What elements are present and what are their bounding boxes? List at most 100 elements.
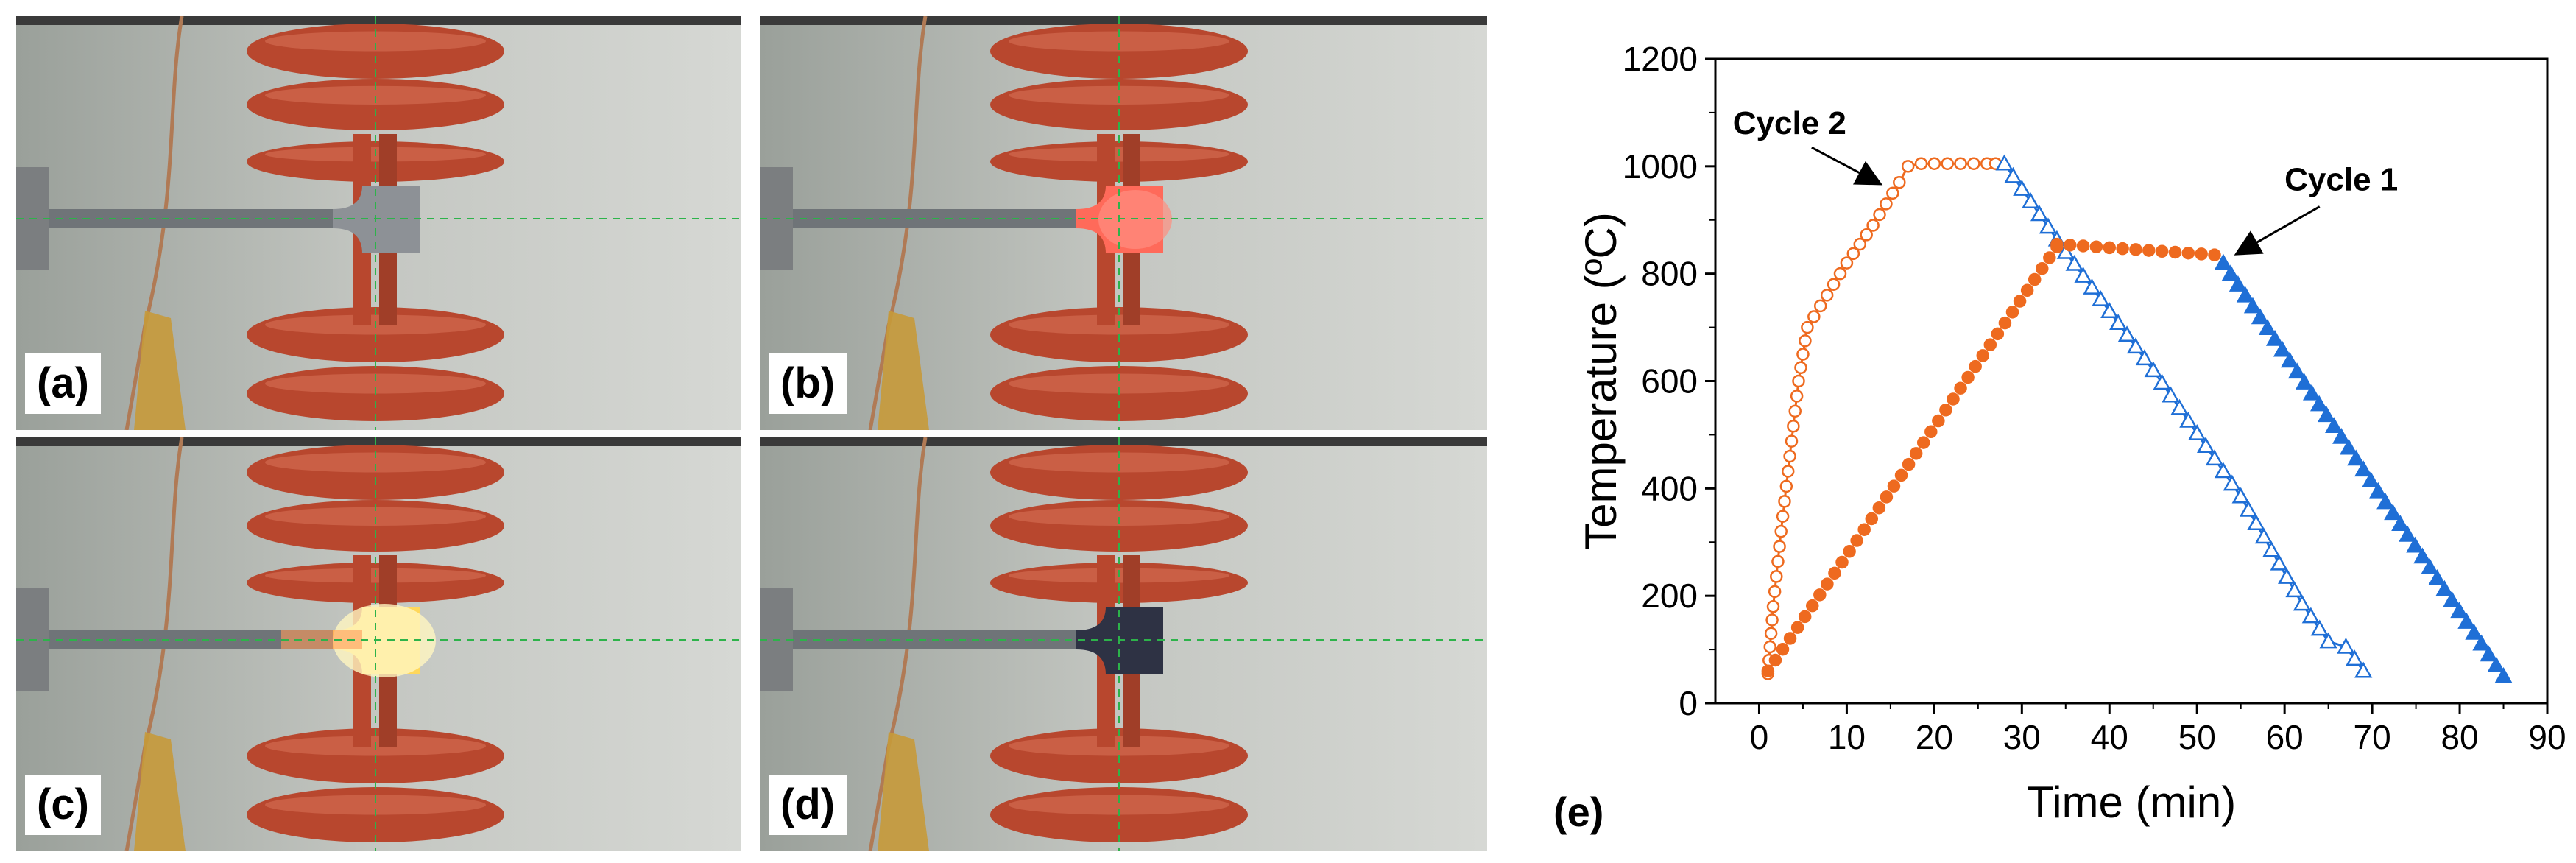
data-point: [2179, 411, 2198, 428]
data-point: [1865, 512, 1879, 526]
data-point: [1763, 640, 1776, 654]
data-point: [2494, 666, 2513, 683]
data-point: [1783, 449, 1796, 463]
data-point: [2153, 373, 2171, 390]
y-tick-label: 1000: [1623, 147, 1698, 186]
data-point: [1806, 599, 1819, 613]
x-axis-label: Time (min): [2027, 778, 2236, 827]
data-point: [1840, 256, 1854, 270]
data-point: [1790, 621, 1804, 634]
data-point: [2265, 329, 2284, 346]
data-point: [2043, 251, 2056, 264]
data-point: [2188, 424, 2206, 440]
coil-highlight: [265, 85, 486, 105]
data-point: [2243, 297, 2262, 314]
data-point: [1761, 664, 1775, 677]
thermocouple-wire: [868, 437, 928, 851]
x-tick-label: 70: [2354, 718, 2391, 756]
photo-panel-a: [16, 16, 741, 430]
data-point: [2181, 246, 2195, 260]
data-point: [1967, 157, 1980, 170]
panel-label-a: (a): [25, 353, 101, 414]
data-point: [1768, 585, 1782, 599]
data-point: [1857, 523, 1871, 536]
data-point: [1798, 610, 1812, 624]
data-point: [2022, 192, 2040, 208]
data-point: [1778, 495, 1791, 508]
data-point: [1976, 349, 1989, 362]
data-point: [2155, 244, 2169, 258]
photo-grid: (a) (b) (c) (d): [16, 16, 1487, 851]
data-point: [2214, 462, 2233, 479]
coil-highlight: [1009, 507, 1229, 526]
data-point: [2208, 248, 2221, 261]
data-point: [2251, 308, 2270, 325]
data-point: [2231, 487, 2250, 504]
data-point: [2039, 217, 2058, 234]
x-tick-label: 90: [2528, 718, 2566, 756]
data-point: [1796, 348, 1810, 361]
x-tick-label: 30: [2003, 718, 2041, 756]
data-point: [1969, 359, 1982, 373]
data-point: [2100, 302, 2119, 318]
data-point: [2083, 278, 2101, 295]
data-point: [2295, 373, 2314, 390]
data-point: [1813, 588, 1827, 602]
data-point: [2369, 482, 2388, 499]
data-point: [2117, 325, 2136, 342]
data-point: [1850, 534, 1863, 547]
panel-label-c: (c): [25, 775, 101, 835]
data-point: [2229, 275, 2248, 292]
data-point: [1872, 501, 1886, 515]
data-point: [2076, 239, 2090, 253]
y-tick-label: 200: [1641, 577, 1698, 615]
data-point: [1770, 570, 1783, 583]
data-point: [2413, 547, 2432, 564]
data-point: [1860, 228, 1873, 242]
data-point: [2258, 319, 2277, 335]
data-point: [1886, 186, 1899, 200]
coil-highlight: [1009, 373, 1229, 394]
data-point: [2280, 351, 2299, 368]
data-point: [1833, 267, 1847, 281]
data-point: [2346, 649, 2364, 666]
data-point: [1768, 653, 1782, 667]
data-point: [2384, 504, 2402, 521]
data-point: [2050, 237, 2064, 251]
data-point: [2273, 340, 2292, 357]
data-point: [2428, 568, 2446, 585]
panel-label-b: (b): [769, 353, 847, 414]
data-point: [2472, 634, 2491, 651]
camera-overlay-bar: [16, 437, 741, 446]
data-point: [2399, 525, 2417, 542]
data-point: [2036, 261, 2049, 275]
x-tick-label: 60: [2266, 718, 2304, 756]
data-point: [2391, 515, 2410, 531]
data-point: [1776, 510, 1790, 523]
data-point: [1807, 310, 1821, 323]
data-point: [1785, 434, 1799, 448]
photo-panel-c: [16, 437, 741, 851]
thermocouple-wire: [868, 16, 928, 430]
data-point: [1916, 436, 1930, 449]
photo-scene: [16, 437, 741, 851]
data-point: [2028, 272, 2042, 286]
data-point: [2302, 384, 2321, 401]
data-point: [2135, 349, 2153, 366]
camera-overlay-bar: [760, 437, 1487, 446]
data-point: [1766, 600, 1780, 613]
data-point: [1821, 577, 1834, 591]
data-point: [2239, 500, 2258, 517]
data-point: [1787, 420, 1800, 433]
data-point: [2063, 239, 2077, 252]
data-point: [2144, 361, 2162, 378]
data-point: [1774, 524, 1788, 538]
data-point: [1927, 157, 1941, 170]
data-point: [1991, 327, 2005, 341]
data-point: [2480, 645, 2498, 662]
data-point: [1846, 247, 1860, 261]
data-point: [2337, 637, 2355, 654]
data-point: [2254, 527, 2273, 544]
x-tick-label: 50: [2178, 718, 2216, 756]
